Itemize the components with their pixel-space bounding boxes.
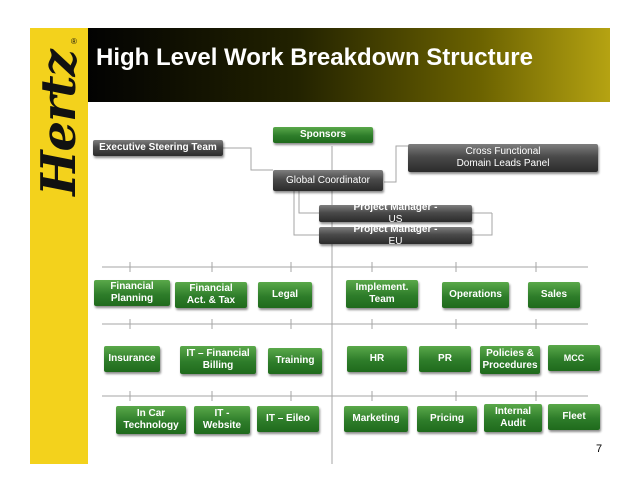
connector-pm-eu-right <box>472 213 493 236</box>
connector-coordinator-to-pm-us <box>298 191 319 214</box>
global-coordinator-box: Global Coordinator <box>273 170 383 191</box>
connector-coordinator-to-panel <box>384 145 408 183</box>
workstream-pricing: Pricing <box>417 406 477 432</box>
connector-coordinator-to-pm-eu <box>293 191 319 236</box>
project-manager-eu-box: Project Manager - EU <box>319 224 472 247</box>
logo-band <box>30 28 88 464</box>
hertz-logo: Hertz <box>31 50 88 196</box>
workstream-implement-team: Implement.Team <box>346 280 418 308</box>
workstream-it-website: IT -Website <box>194 406 250 434</box>
connector-lines <box>102 145 588 464</box>
workstream-mcc: MCC <box>548 345 600 371</box>
workstream-it-eileo: IT – Eileo <box>257 406 319 432</box>
workstream-marketing: Marketing <box>344 406 408 432</box>
slide-title: High Level Work Breakdown Structure <box>96 44 533 71</box>
workstream-sales: Sales <box>528 282 580 308</box>
workstream-policies-procedures: Policies &Procedures <box>480 346 540 374</box>
workstream-pr: PR <box>419 346 471 372</box>
workstream-training: Training <box>268 348 322 374</box>
workstream-hr: HR <box>347 346 407 372</box>
executive-steering-team-box: Executive Steering Team <box>93 140 223 156</box>
workstream-insurance: Insurance <box>104 346 160 372</box>
registered-mark: ® <box>71 37 77 46</box>
workstream-fleet: Fleet <box>548 404 600 430</box>
title-band <box>88 28 610 102</box>
connector-exec-to-coordinator <box>223 147 273 171</box>
project-manager-us-box: Project Manager - US <box>319 202 472 225</box>
sponsors-box: Sponsors <box>273 127 373 143</box>
workstream-operations: Operations <box>442 282 509 308</box>
workstream-legal: Legal <box>258 282 312 308</box>
org-chart: Sponsors Executive Steering Team Cross F… <box>88 102 610 464</box>
page-number: 7 <box>596 443 603 455</box>
